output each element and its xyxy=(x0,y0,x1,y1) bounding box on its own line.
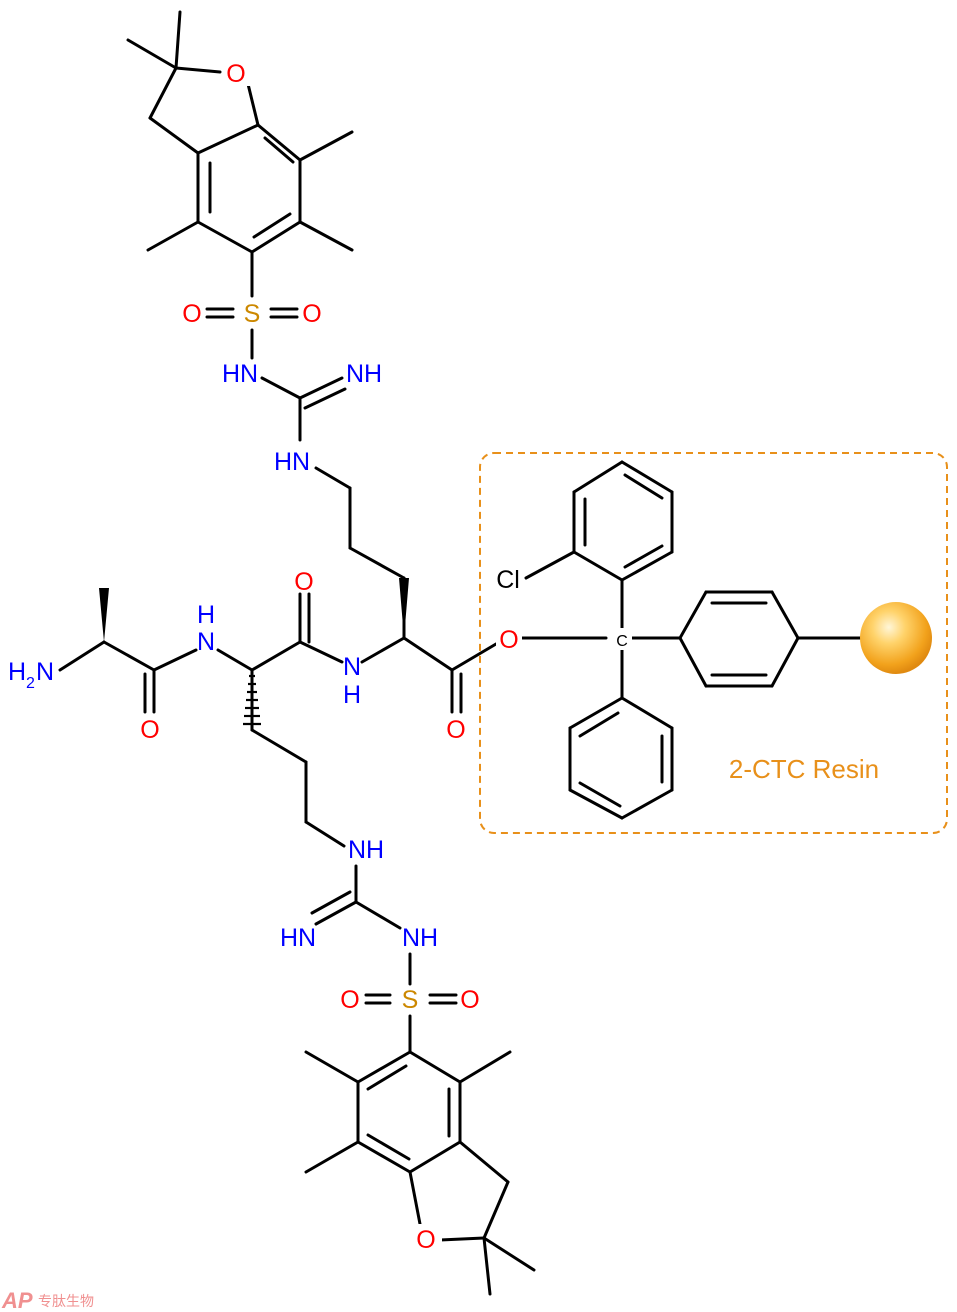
label-so-top-left: O xyxy=(182,300,201,328)
label-s-top: S xyxy=(244,300,261,328)
label-hn-imine-bottom: HN xyxy=(280,924,316,952)
label-h2n-n: N xyxy=(36,658,54,686)
label-hn-top: HN xyxy=(222,360,258,388)
resin-label: 2-CTC Resin xyxy=(729,754,879,784)
watermark-logo: AP xyxy=(1,1288,33,1312)
label-so-top-right: O xyxy=(302,300,321,328)
arg1-hashed-wedge xyxy=(243,674,261,726)
bonds xyxy=(58,10,864,1296)
label-s-bottom: S xyxy=(402,986,419,1014)
resin-box xyxy=(479,452,948,834)
label-cl: Cl xyxy=(496,566,520,594)
arg2-sidechain-wedge xyxy=(399,578,409,638)
watermark-text: 专肽生物 xyxy=(38,1294,94,1310)
label-o-ester: O xyxy=(499,626,518,654)
label-o-pbf-bottom: O xyxy=(416,1226,435,1254)
resin-bead-icon xyxy=(860,602,932,674)
label-so-bottom-right: O xyxy=(460,986,479,1014)
label-o-arg1: O xyxy=(294,568,313,596)
label-so-bottom-left: O xyxy=(340,986,359,1014)
label-o-carbonyl: O xyxy=(446,716,465,744)
label-nh-imine-top: NH xyxy=(346,360,382,388)
label-amide1-n: N xyxy=(197,628,215,656)
label-nh-chain-bottom: NH xyxy=(348,836,384,864)
label-o-pbf-top: O xyxy=(226,60,245,88)
label-amide2-h: H xyxy=(343,681,361,709)
label-c-trityl: C xyxy=(616,633,628,650)
atom-labels: O S O O HN NH HN H N O O N H O O H 2 N N… xyxy=(8,58,632,1254)
label-h2n-h: H xyxy=(8,658,26,686)
label-amide1-h: H xyxy=(197,601,215,629)
ala-methyl-wedge xyxy=(99,588,109,642)
label-nh-sulfonyl-bottom: NH xyxy=(402,924,438,952)
label-amide2-n: N xyxy=(343,653,361,681)
label-h2n-sub: 2 xyxy=(26,675,35,692)
label-o-ala: O xyxy=(140,716,159,744)
label-hn-chain-top: HN xyxy=(274,448,310,476)
